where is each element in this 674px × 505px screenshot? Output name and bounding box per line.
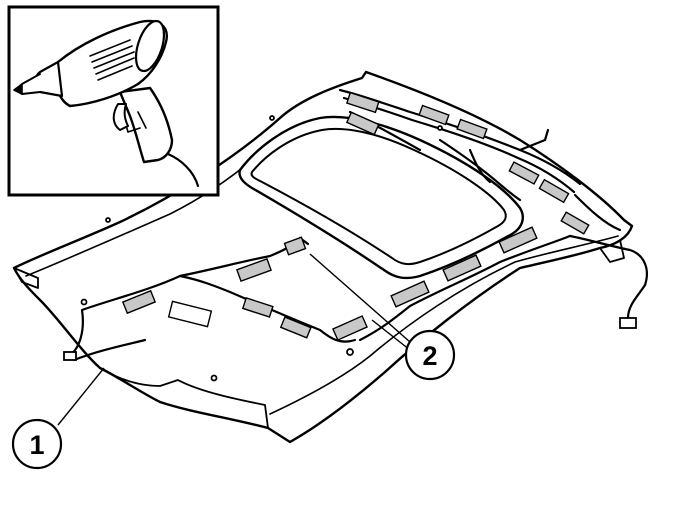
sunroof-outer	[238, 115, 524, 280]
fastener	[437, 125, 443, 131]
callout-1: 1	[11, 418, 63, 470]
fastener	[210, 374, 218, 382]
gun-tip-point	[13, 83, 23, 95]
tool-inset	[7, 5, 220, 197]
adhesive-pad	[121, 289, 157, 315]
leader-callout-1	[57, 367, 105, 426]
adhesive-pad	[456, 118, 488, 140]
fastener	[346, 348, 354, 356]
adhesive-pad	[442, 254, 482, 282]
adhesive-pad	[538, 178, 570, 204]
harness-connectors	[63, 115, 637, 382]
fastener	[80, 298, 88, 306]
rear-harness-pads	[121, 226, 538, 341]
adhesive-pad	[418, 104, 450, 126]
sunroof-opening	[238, 115, 524, 280]
callout-1-label: 1	[29, 430, 44, 460]
adhesive-pad	[279, 316, 312, 339]
gun-handle	[118, 86, 174, 164]
gun-cord	[166, 152, 200, 188]
headliner-left-flap	[13, 267, 39, 289]
leader-callout-2a	[309, 253, 411, 343]
adhesive-pad	[167, 300, 213, 328]
fastener	[269, 115, 275, 121]
adhesive-pad	[345, 111, 380, 136]
adhesive-pad	[345, 91, 380, 114]
headliner-rear-step	[99, 367, 269, 429]
gun-rear-cap	[134, 19, 166, 73]
adhesive-pad	[508, 161, 540, 185]
leader-lines	[57, 253, 411, 426]
connector	[63, 351, 77, 361]
adhesive-pad	[560, 211, 590, 235]
adhesive-pad	[498, 226, 538, 254]
adhesive-pad	[241, 297, 274, 318]
callout-2-label: 2	[422, 341, 437, 371]
gun-trigger	[112, 103, 129, 131]
adhesive-pad	[283, 236, 307, 256]
connector	[619, 317, 637, 329]
adhesive-pad	[332, 315, 368, 341]
adhesive-pad	[236, 257, 272, 283]
sunroof-inner	[250, 127, 507, 266]
adhesive-pad	[390, 280, 430, 308]
hot-air-gun-icon	[13, 19, 200, 188]
headliner-rear-fold	[269, 235, 619, 415]
front-harness-pads	[345, 91, 590, 235]
callout-2: 2	[404, 329, 456, 381]
callout-2-circle	[404, 329, 456, 381]
leader-callout-2b	[371, 319, 411, 351]
gun-vents	[89, 39, 135, 81]
callout-1-circle	[11, 418, 63, 470]
fastener	[105, 217, 111, 223]
